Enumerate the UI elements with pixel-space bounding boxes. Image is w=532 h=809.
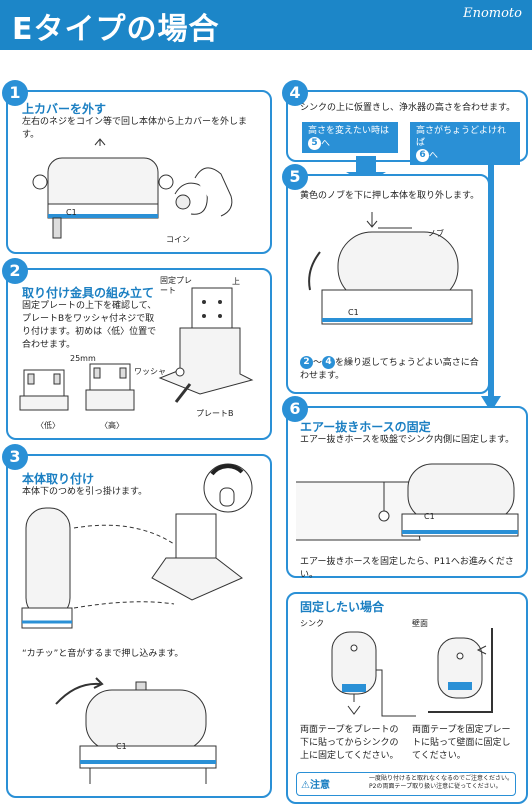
step-6-text: エアー抜きホースを吸盤でシンク内側に固定します。 (300, 435, 515, 445)
step-4-badge: 4 (282, 80, 308, 106)
caution-badge: ⚠注意 (301, 780, 330, 791)
step-4-text: シンクの上に仮置きし、浄水器の高さを合わせます。 (300, 103, 516, 113)
bracket-illustration (158, 287, 254, 403)
step-1-illustration (32, 138, 233, 239)
step-1-badge: 1 (2, 80, 28, 106)
caution-box: ⚠注意 一度貼り付けると取れなくなるのでご注意ください。 P2の両面テープ取り扱… (296, 772, 516, 796)
step-6-text-2: エアー抜きホースを固定したら、P11へお進みください。 (300, 557, 514, 580)
height-change-suffix: へ (321, 139, 331, 149)
step-3-text: 本体下のつめを引っ掛けます。 (22, 487, 148, 497)
page-header: Eタイプの場合 Enomoto (0, 0, 532, 50)
step-3-title: 本体取り付け (22, 472, 95, 486)
coin-label: コイン (166, 235, 190, 244)
step-6-title: エアー抜きホースの固定 (300, 420, 431, 434)
step-3-text-2: “カチッ”と音がするまで押し込みます。 (22, 649, 184, 659)
goto-step-5-icon: 5 (308, 137, 321, 150)
height-change-label: 高さを変えたい時は (308, 126, 390, 136)
low-label: 〈低〉 (36, 421, 60, 430)
caution-text: 一度貼り付けると取れなくなるのでご注意ください。 P2の両面テープ取り扱い注意に… (369, 775, 513, 791)
fixed-plate-label: 固定プレート (160, 276, 192, 295)
step-6-unit-label: C1 (424, 512, 435, 521)
height-ok-label: 高さがちょうどよければ (416, 126, 507, 148)
step-5-unit-label: C1 (348, 308, 359, 317)
step-2-title: 取り付け金具の組み立て (22, 286, 155, 300)
goto-step-6-icon: 6 (416, 149, 429, 162)
fixing-title: 固定したい場合 (300, 600, 385, 614)
sink-fix-text: 両面テープをプレートの下に貼ってからシンクの上に固定してください。 (300, 725, 399, 761)
page-title: Eタイプの場合 (12, 12, 220, 47)
step-3-unit-label: C1 (116, 742, 127, 751)
step-1-title: 上カバーを外す (22, 102, 107, 116)
plate-b-label: プレートB (196, 409, 234, 418)
fixing-panel (286, 592, 528, 804)
caution-line-1: 一度貼り付けると取れなくなるのでご注意ください。 (369, 775, 514, 782)
step-3-illustration-top (21, 463, 253, 629)
step-6-badge: 6 (282, 396, 308, 422)
repeat-text: を繰り返してちょうどよい高さに合わせます。 (300, 358, 479, 381)
repeat-to-icon: 4 (322, 356, 336, 369)
step-2-badge: 2 (2, 258, 28, 284)
step-6-illustration (296, 463, 519, 541)
step-1-unit-label: C1 (66, 208, 77, 217)
washer-label: ワッシャ (134, 367, 166, 376)
sink-label: シンク (300, 619, 324, 628)
repeat-from-icon: 2 (300, 356, 313, 369)
step-2-text: 固定プレートの上下を確認して、プレートBをワッシャ付ネジで取り付けます。初めは〈… (22, 301, 157, 350)
step-1-text: 左右のネジをコイン等で回し本体から上カバーを外します。 (22, 117, 248, 140)
caution-line-2: P2の両面テープ取り扱い注意に従ってください。 (369, 783, 502, 790)
step-5-text: 黄色のノブを下に押し本体を取り外します。 (300, 191, 480, 201)
brand-logo: Enomoto (463, 6, 522, 21)
wall-label: 壁面 (412, 619, 428, 628)
wall-fix-text: 両面テープを固定プレートに貼って壁面に固定してください。 (412, 725, 511, 761)
knob-label: ノブ (428, 229, 444, 238)
step-5-badge: 5 (282, 164, 308, 190)
step-3-badge: 3 (2, 444, 28, 470)
up-label: 上 (232, 277, 240, 286)
high-label: 〈高〉 (100, 421, 124, 430)
step-3-illustration-bottom (55, 677, 217, 784)
25mm-label: 25mm (70, 354, 96, 363)
step-5-illustration (308, 212, 473, 325)
height-ok-suffix: へ (429, 151, 439, 161)
position-diagrams (19, 363, 135, 411)
fixing-illustration (331, 628, 493, 717)
